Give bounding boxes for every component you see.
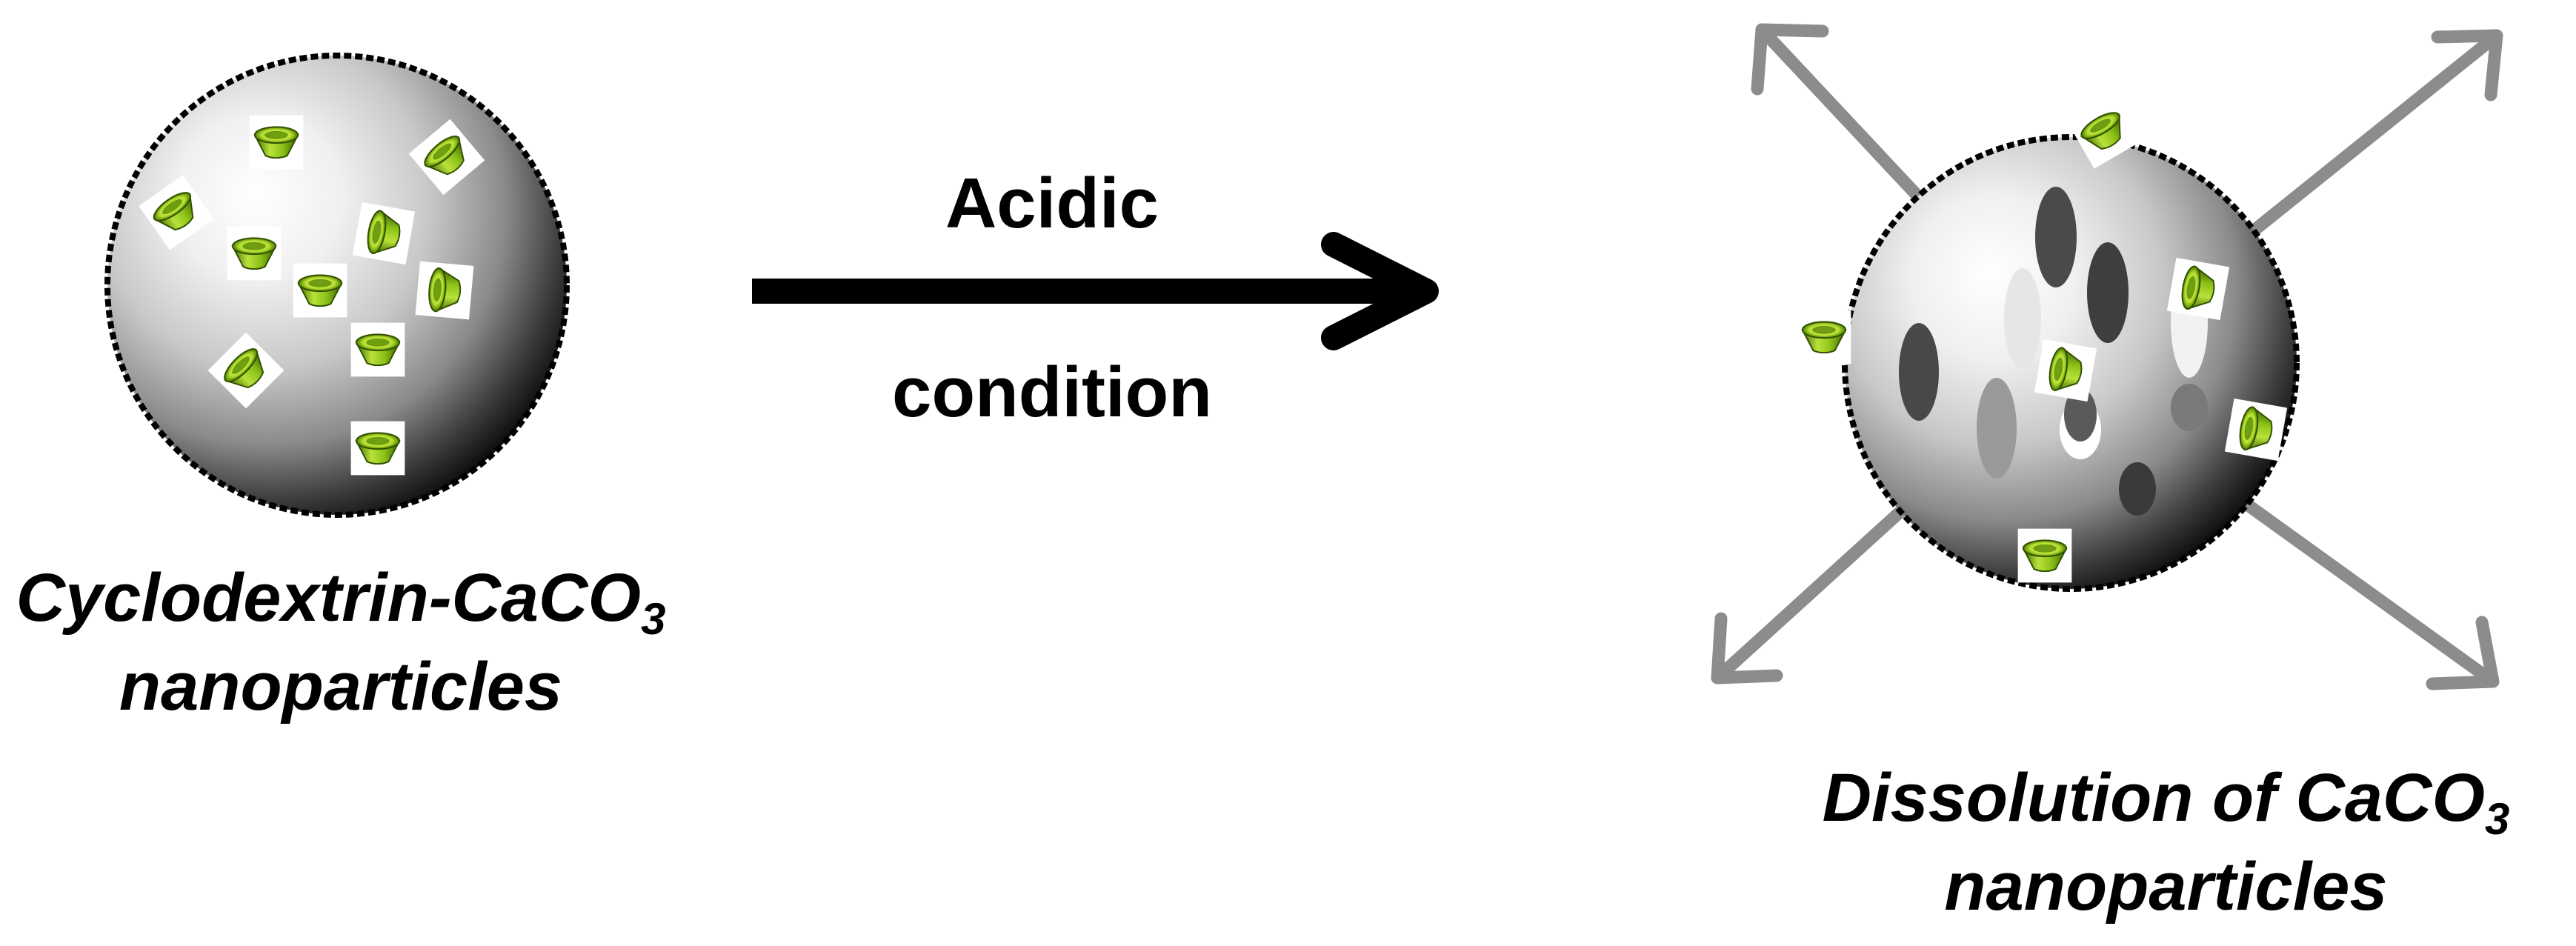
- right-caption-main: Dissolution of CaCO: [1822, 760, 2486, 836]
- left-caption-line2: nanoparticles: [119, 649, 563, 725]
- cyclodextrin-icon: [2033, 338, 2098, 403]
- dissolution-pores: [1899, 187, 2208, 516]
- pore: [2064, 388, 2097, 442]
- cyclodextrin-icon: [2017, 527, 2073, 584]
- reaction-arrow: [752, 232, 1439, 350]
- pore: [2171, 384, 2208, 431]
- cyclodextrin-icon: [2223, 397, 2289, 462]
- right-caption-line1: Dissolution of CaCO3: [1756, 757, 2576, 846]
- pore: [2087, 242, 2129, 343]
- right-nanoparticle: [1711, 23, 2503, 690]
- cyclodextrin-icon: [350, 322, 406, 378]
- cyclodextrin-icon: [350, 420, 406, 476]
- pore: [2035, 187, 2077, 287]
- right-caption-line2: nanoparticles: [1944, 849, 2388, 925]
- right-caption: Dissolution of CaCO3 nanoparticles: [1756, 757, 2576, 927]
- condition-label-acidic: Acidic: [945, 164, 1159, 243]
- left-caption-main: Cyclodextrin-CaCO: [16, 560, 642, 636]
- cyclodextrin-icon: [1796, 309, 1852, 365]
- left-caption: Cyclodextrin-CaCO3 nanoparticles: [0, 557, 682, 727]
- cyclodextrin-icon: [2166, 256, 2231, 322]
- left-nanoparticle: [104, 53, 570, 518]
- condition-label-condition: condition: [892, 353, 1212, 432]
- cyclodextrin-icon: [292, 262, 348, 319]
- release-arrow-down-left: [1711, 488, 1926, 684]
- left-caption-subscript: 3: [641, 594, 666, 644]
- cyclodextrin-icon: [414, 260, 475, 321]
- release-arrow-up-right: [2234, 29, 2503, 247]
- pore: [1977, 378, 2017, 479]
- release-arrows: [1711, 23, 2503, 690]
- release-arrow-down-right: [2227, 488, 2500, 690]
- right-caption-subscript: 3: [2485, 794, 2510, 844]
- cyclodextrin-icon: [248, 114, 304, 170]
- cyclodextrin-icon: [351, 201, 416, 266]
- pore: [2119, 462, 2156, 516]
- pore: [1899, 323, 1939, 421]
- pore: [2004, 268, 2041, 369]
- cyclodextrin-icon: [226, 225, 282, 282]
- left-caption-line1: Cyclodextrin-CaCO3: [0, 557, 682, 646]
